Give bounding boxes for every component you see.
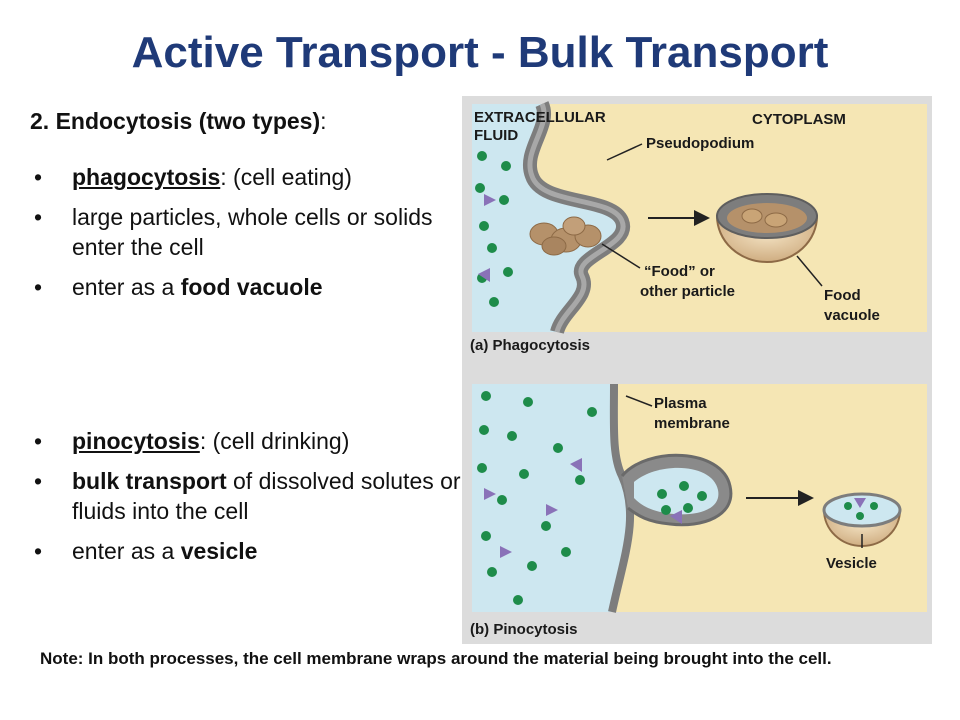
bullet-text: : (cell eating)	[220, 164, 352, 190]
leader-food	[601, 243, 641, 269]
label-food-1: “Food” or	[644, 263, 715, 280]
footnote: Note: In both processes, the cell membra…	[40, 649, 832, 668]
leader-plasma	[625, 395, 653, 407]
panel-pinocytosis: Plasma membrane Vesicle (b) Pinocytosis	[470, 383, 927, 638]
bold-bulk-transport: bulk transport	[72, 468, 227, 494]
bullet-text: enter as a	[72, 538, 181, 564]
label-pseudopodium: Pseudopodium	[646, 135, 754, 152]
caption-phagocytosis: (a) Phagocytosis	[470, 337, 590, 354]
label-plasma-1: Plasma	[654, 395, 707, 412]
leader-vacuole	[796, 255, 823, 287]
slide-title: Active Transport - Bulk Transport	[131, 28, 829, 77]
label-food-2: other particle	[640, 283, 735, 300]
label-plasma-2: membrane	[654, 415, 730, 432]
label-cytoplasm: CYTOPLASM	[752, 111, 846, 128]
bullet-text: large particles, whole cells or solids e…	[72, 204, 433, 260]
bullet-text: enter as a	[72, 274, 181, 300]
molecules-b	[477, 391, 707, 605]
section-heading-colon: :	[320, 108, 327, 134]
food-particle	[529, 216, 602, 256]
label-extracellular-1: EXTRACELLULAR	[474, 109, 606, 126]
invagination-fluid	[634, 467, 719, 515]
panel-phagocytosis: EXTRACELLULAR FLUID CYTOPLASM Pseudopodi…	[470, 101, 927, 354]
label-extracellular-2: FLUID	[474, 127, 518, 144]
bullet-phagocytosis-definition: phagocytosis: (cell eating)	[34, 162, 464, 192]
caption-pinocytosis: (b) Pinocytosis	[470, 621, 578, 638]
label-vesicle: Vesicle	[826, 555, 877, 572]
extracellular-area-b	[472, 384, 631, 612]
label-vacuole-1: Food	[824, 287, 861, 304]
leader-pseudopodium	[606, 143, 643, 161]
section-heading-text: 2. Endocytosis (two types)	[30, 108, 321, 134]
bullet-large-particles: large particles, whole cells or solids e…	[34, 202, 464, 262]
solute-triangles-b	[484, 458, 682, 558]
endocytosis-diagram: EXTRACELLULAR FLUID CYTOPLASM Pseudopodi…	[462, 96, 932, 644]
vesicle-cup	[822, 492, 902, 547]
pinocytosis-bullet-list: pinocytosis: (cell drinking) bulk transp…	[34, 426, 464, 576]
term-phagocytosis: phagocytosis	[72, 164, 221, 190]
bullet-food-vacuole: enter as a food vacuole	[34, 272, 464, 302]
label-vacuole-2: vacuole	[824, 307, 880, 324]
bullet-text: of dissolved solutes or fluids into the …	[72, 468, 461, 524]
bullet-pinocytosis-definition: pinocytosis: (cell drinking)	[34, 426, 464, 456]
bullet-text: : (cell drinking)	[199, 428, 350, 454]
food-vacuole-cup	[715, 193, 819, 263]
term-pinocytosis: pinocytosis	[72, 428, 200, 454]
bold-food-vacuole: food vacuole	[180, 274, 323, 300]
section-heading: 2. Endocytosis (two types):	[30, 108, 327, 135]
bold-vesicle: vesicle	[180, 538, 258, 564]
solute-triangles-a	[478, 194, 496, 282]
bullet-bulk-transport: bulk transport of dissolved solutes or f…	[34, 466, 464, 526]
membrane-a-highlight	[527, 102, 626, 333]
phagocytosis-bullet-list: phagocytosis: (cell eating) large partic…	[34, 162, 464, 312]
bullet-vesicle: enter as a vesicle	[34, 536, 464, 566]
